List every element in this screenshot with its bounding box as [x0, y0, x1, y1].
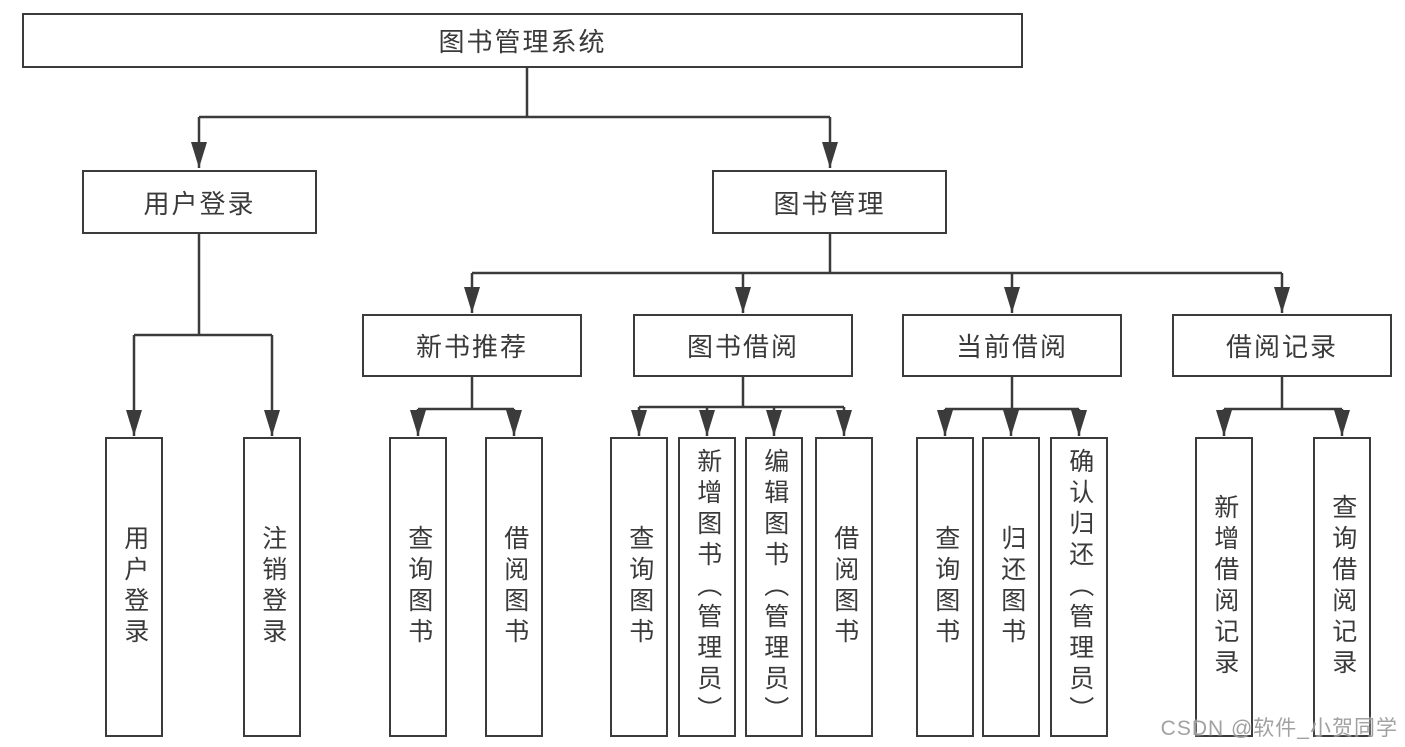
leaf-confirm-return-admin: 确认归还（管理员） — [1050, 437, 1108, 737]
leaf-recommend-borrow-books: 借阅图书 — [485, 437, 543, 737]
leaf-add-books-admin-label: 新增图书（管理员） — [693, 447, 722, 727]
leaf-return-books: 归还图书 — [982, 437, 1040, 737]
leaf-add-borrow-record-label: 新增借阅记录 — [1210, 494, 1239, 680]
node-current-borrowing: 当前借阅 — [902, 314, 1122, 377]
node-book-management: 图书管理 — [712, 170, 947, 234]
connector-group — [126, 68, 1350, 436]
node-borrowing-records-label: 借阅记录 — [1225, 332, 1338, 362]
leaf-confirm-return-admin-label: 确认归还（管理员） — [1065, 447, 1094, 727]
leaf-current-query-books: 查询图书 — [916, 437, 974, 737]
leaf-user-login-label: 用户登录 — [120, 525, 149, 649]
leaf-user-login: 用户登录 — [105, 437, 163, 737]
node-current-borrowing-label: 当前借阅 — [955, 332, 1068, 362]
leaf-recommend-borrow-books-label: 借阅图书 — [500, 525, 529, 649]
leaf-borrowing-query-books-label: 查询图书 — [625, 525, 654, 649]
node-book-borrowing: 图书借阅 — [633, 314, 853, 377]
node-borrowing-records: 借阅记录 — [1172, 314, 1392, 377]
leaf-add-borrow-record: 新增借阅记录 — [1195, 437, 1253, 737]
leaf-add-books-admin: 新增图书（管理员） — [678, 437, 736, 737]
leaf-borrowing-query-books: 查询图书 — [610, 437, 668, 737]
leaf-current-query-books-label: 查询图书 — [931, 525, 960, 649]
leaf-edit-books-admin-label: 编辑图书（管理员） — [760, 447, 789, 727]
leaf-logout-login: 注销登录 — [243, 437, 301, 737]
leaf-recommend-query-books: 查询图书 — [389, 437, 447, 737]
node-book-borrowing-label: 图书借阅 — [686, 332, 799, 362]
leaf-logout-login-label: 注销登录 — [258, 525, 287, 649]
leaf-edit-books-admin: 编辑图书（管理员） — [745, 437, 803, 737]
node-new-book-recommend-label: 新书推荐 — [415, 332, 528, 362]
node-user-login-label: 用户登录 — [143, 188, 256, 219]
leaf-query-borrow-record-label: 查询借阅记录 — [1328, 494, 1357, 680]
node-user-login: 用户登录 — [82, 170, 317, 234]
csdn-watermark: CSDN @软件_小贺同学 — [1160, 717, 1398, 740]
leaf-recommend-query-books-label: 查询图书 — [404, 525, 433, 649]
node-root-label: 图书管理系统 — [438, 27, 607, 57]
leaf-return-books-label: 归还图书 — [997, 525, 1026, 649]
node-root: 图书管理系统 — [22, 13, 1023, 68]
node-book-management-label: 图书管理 — [773, 188, 886, 219]
leaf-query-borrow-record: 查询借阅记录 — [1313, 437, 1371, 737]
leaf-borrowing-borrow-books-label: 借阅图书 — [830, 525, 859, 649]
node-new-book-recommend: 新书推荐 — [362, 314, 582, 377]
leaf-borrowing-borrow-books: 借阅图书 — [815, 437, 873, 737]
